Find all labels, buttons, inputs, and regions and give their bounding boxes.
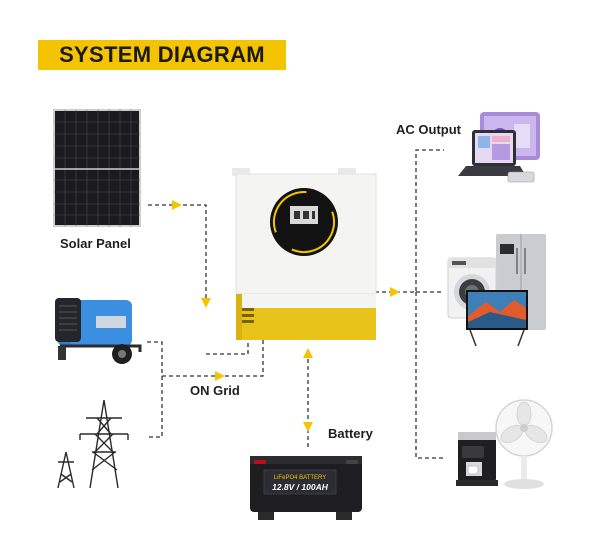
arrow-up-battery — [303, 348, 313, 358]
label-solar-panel: Solar Panel — [60, 236, 131, 251]
inverter-input-line — [206, 340, 249, 355]
generator-grid-bus — [147, 341, 163, 438]
flow-arrows — [172, 200, 400, 432]
inverter-icon — [232, 168, 377, 340]
arrow-down-battery — [303, 422, 313, 432]
laptop-icon — [458, 112, 540, 183]
label-ac-output: AC Output — [396, 122, 461, 137]
television-icon — [466, 290, 528, 347]
label-on-grid: ON Grid — [190, 383, 240, 398]
label-battery: Battery — [328, 426, 373, 441]
solar-line — [148, 204, 207, 298]
arrow-output — [390, 287, 400, 297]
arrow-down-inverter — [201, 298, 211, 308]
fan-icon — [495, 399, 553, 489]
output-line-bottom — [415, 292, 444, 459]
battery-icon: LiFePO4 BATTERY 12.8V / 100AH — [250, 456, 362, 520]
grid-line — [162, 340, 264, 377]
battery-text-1: LiFePO4 BATTERY — [274, 475, 326, 481]
coffee-machine-icon — [456, 432, 498, 486]
output-line-top — [375, 149, 444, 293]
diagram-title: SYSTEM DIAGRAM — [59, 42, 265, 67]
power-tower-icon — [57, 399, 129, 489]
arrow-grid — [215, 371, 225, 381]
generator-icon — [55, 298, 142, 364]
title-banner: SYSTEM DIAGRAM — [38, 40, 286, 70]
arrow-solar — [172, 200, 182, 210]
battery-text-2: 12.8V / 100AH — [272, 482, 329, 492]
solar-panel-icon — [53, 109, 141, 227]
